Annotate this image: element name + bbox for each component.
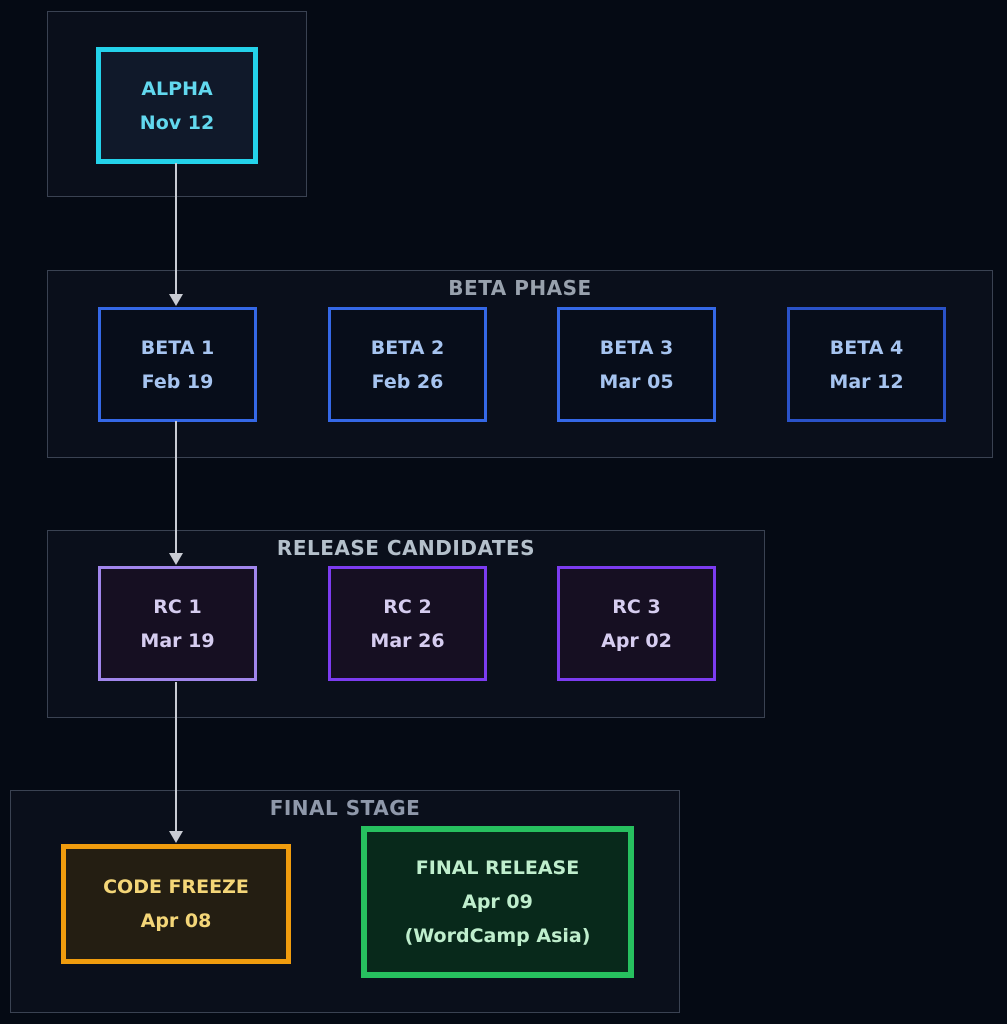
- milestone-date: Feb 19: [141, 370, 214, 393]
- milestone-label: FINAL RELEASE: [415, 857, 580, 879]
- milestone-note: (WordCamp Asia): [404, 925, 591, 947]
- milestone-box-beta-1: BETA 1 Feb 19: [98, 307, 257, 422]
- milestone-box-rc-1: RC 1 Mar 19: [98, 566, 257, 681]
- section-final-stage: FINAL STAGE CODE FREEZE Apr 08 FINAL REL…: [10, 790, 680, 1013]
- milestone-box-beta-2: BETA 2 Feb 26: [328, 307, 487, 422]
- section-release-candidates: RELEASE CANDIDATES RC 1 Mar 19 RC 2 Mar …: [47, 530, 765, 718]
- milestone-box-beta-4: BETA 4 Mar 12: [787, 307, 946, 422]
- milestone-label: RC 1: [153, 595, 202, 618]
- milestone-box-rc-2: RC 2 Mar 26: [328, 566, 487, 681]
- section-alpha: ALPHA Nov 12: [47, 11, 307, 197]
- milestone-date: Mar 12: [829, 370, 904, 393]
- milestone-label: BETA 2: [370, 336, 445, 359]
- milestone-box-final-release: FINAL RELEASE Apr 09 (WordCamp Asia): [361, 826, 634, 978]
- milestone-date: Nov 12: [139, 111, 215, 134]
- section-title-release-candidates: RELEASE CANDIDATES: [276, 536, 536, 560]
- milestone-date: Apr 09: [462, 891, 533, 913]
- milestone-box-code-freeze: CODE FREEZE Apr 08: [61, 844, 291, 964]
- milestone-label: RC 3: [612, 595, 661, 618]
- section-beta-phase: BETA PHASE BETA 1 Feb 19 BETA 2 Feb 26 B…: [47, 270, 993, 458]
- milestone-date: Mar 05: [599, 370, 674, 393]
- milestone-label: RC 2: [383, 595, 432, 618]
- section-title-final-stage: FINAL STAGE: [269, 796, 421, 820]
- section-title-beta-phase: BETA PHASE: [448, 276, 592, 300]
- milestone-date: Apr 08: [140, 910, 212, 932]
- milestone-date: Apr 02: [601, 629, 672, 652]
- milestone-date: Mar 26: [370, 629, 445, 652]
- milestone-label: BETA 3: [599, 336, 674, 359]
- milestone-label: ALPHA: [141, 77, 213, 100]
- milestone-box-alpha: ALPHA Nov 12: [96, 47, 258, 164]
- milestone-box-rc-3: RC 3 Apr 02: [557, 566, 716, 681]
- milestone-box-beta-3: BETA 3 Mar 05: [557, 307, 716, 422]
- milestone-label: BETA 1: [140, 336, 215, 359]
- milestone-date: Mar 19: [140, 629, 215, 652]
- milestone-label: CODE FREEZE: [103, 876, 249, 898]
- milestone-label: BETA 4: [829, 336, 904, 359]
- milestone-date: Feb 26: [371, 370, 444, 393]
